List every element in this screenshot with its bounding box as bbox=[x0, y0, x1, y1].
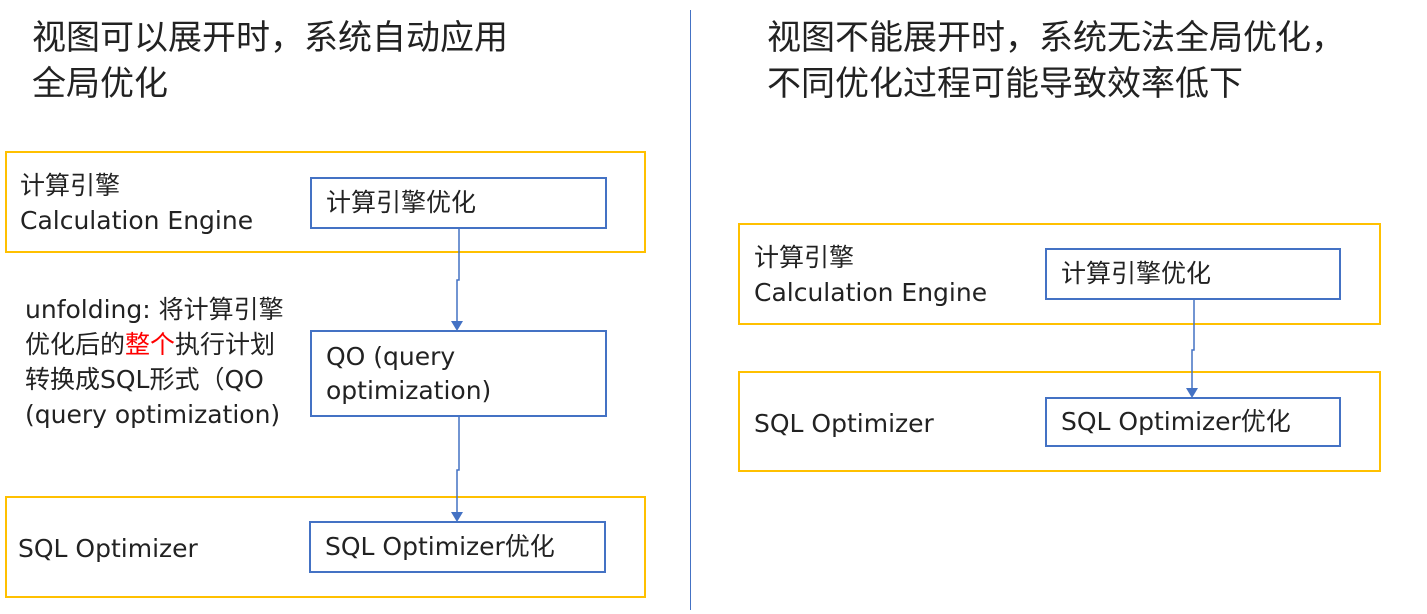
left-qo-box: QO (query optimization) bbox=[310, 330, 607, 417]
left-calculation-engine-label: 计算引擎 Calculation Engine bbox=[20, 171, 254, 235]
panel-divider bbox=[690, 10, 691, 610]
left-unfolding-note: unfolding: 将计算引擎优化后的整个执行计划转换成SQL形式（QO (q… bbox=[25, 292, 295, 432]
note-text-before: unfolding: 将计算引擎优化后的 bbox=[25, 295, 284, 359]
left-engine-optimization-box: 计算引擎优化 bbox=[310, 177, 607, 229]
right-sql-optimizer-container bbox=[738, 371, 1381, 472]
left-calculation-engine-container bbox=[5, 151, 646, 253]
left-sql-optimizer-label: SQL Optimizer bbox=[18, 534, 198, 563]
right-sql-optimizer-optimization-box: SQL Optimizer优化 bbox=[1045, 397, 1341, 447]
right-sql-optimizer-label: SQL Optimizer bbox=[754, 409, 934, 438]
left-title: 视图可以展开时，系统自动应用 全局优化 bbox=[32, 18, 508, 104]
note-text-highlight: 整个 bbox=[125, 330, 176, 359]
right-engine-optimization-box: 计算引擎优化 bbox=[1045, 248, 1341, 300]
right-title: 视图不能展开时，系统无法全局优化， 不同优化过程可能导致效率低下 bbox=[767, 18, 1345, 104]
right-calculation-engine-label: 计算引擎 Calculation Engine bbox=[754, 243, 988, 307]
left-sql-optimizer-optimization-box: SQL Optimizer优化 bbox=[309, 521, 606, 573]
right-calculation-engine-container bbox=[738, 223, 1381, 325]
left-sql-optimizer-container bbox=[5, 496, 646, 598]
note-text-after: 执行计划转换成SQL形式（QO (query optimization) bbox=[25, 330, 281, 429]
